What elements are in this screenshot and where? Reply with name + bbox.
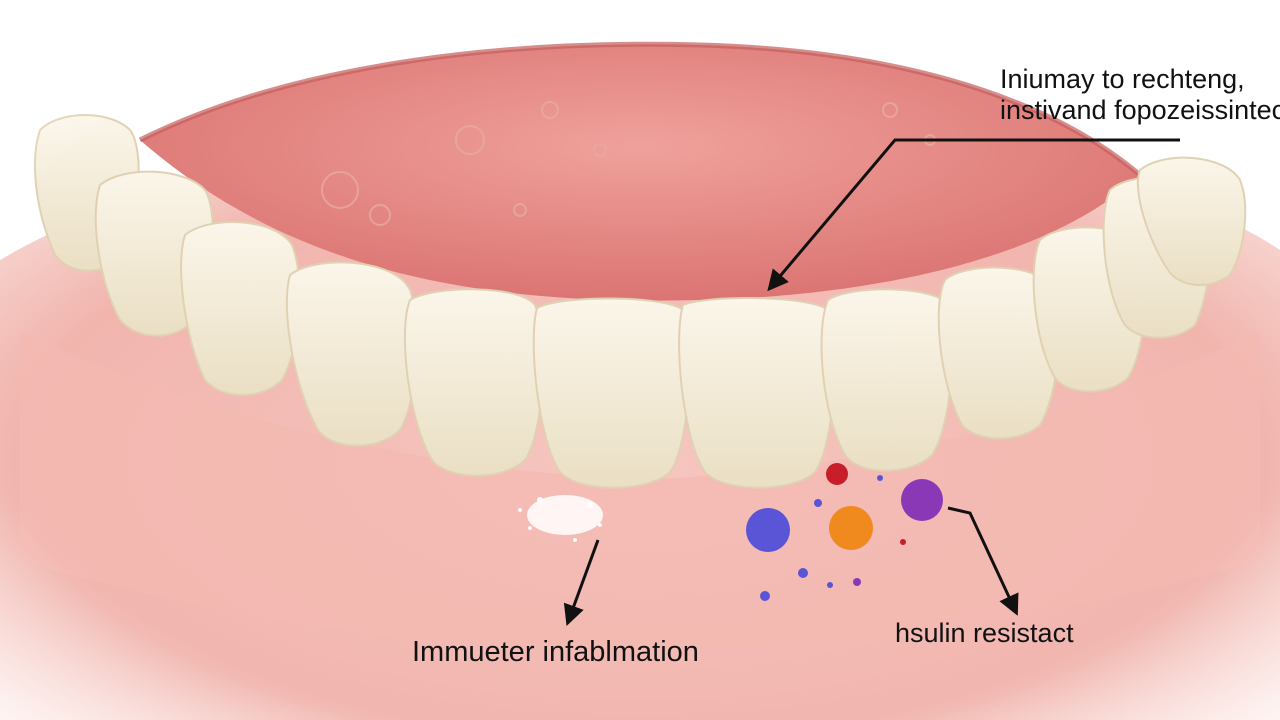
label-bottom-left: Immueter infablmation bbox=[412, 636, 699, 668]
arrow-right bbox=[947, 506, 1019, 616]
callout-arrows bbox=[563, 138, 1180, 626]
label-top-line2: instivand fopozeissintecs bbox=[1000, 95, 1280, 125]
label-bottom-right: hsulin resistact bbox=[895, 618, 1074, 648]
arrow-left bbox=[563, 539, 600, 626]
label-top-callout: Iniumay to rechteng, instivand fopozeiss… bbox=[1000, 64, 1280, 126]
label-top-line1: Iniumay to rechteng, bbox=[1000, 64, 1245, 94]
arrow-top bbox=[767, 138, 1180, 292]
